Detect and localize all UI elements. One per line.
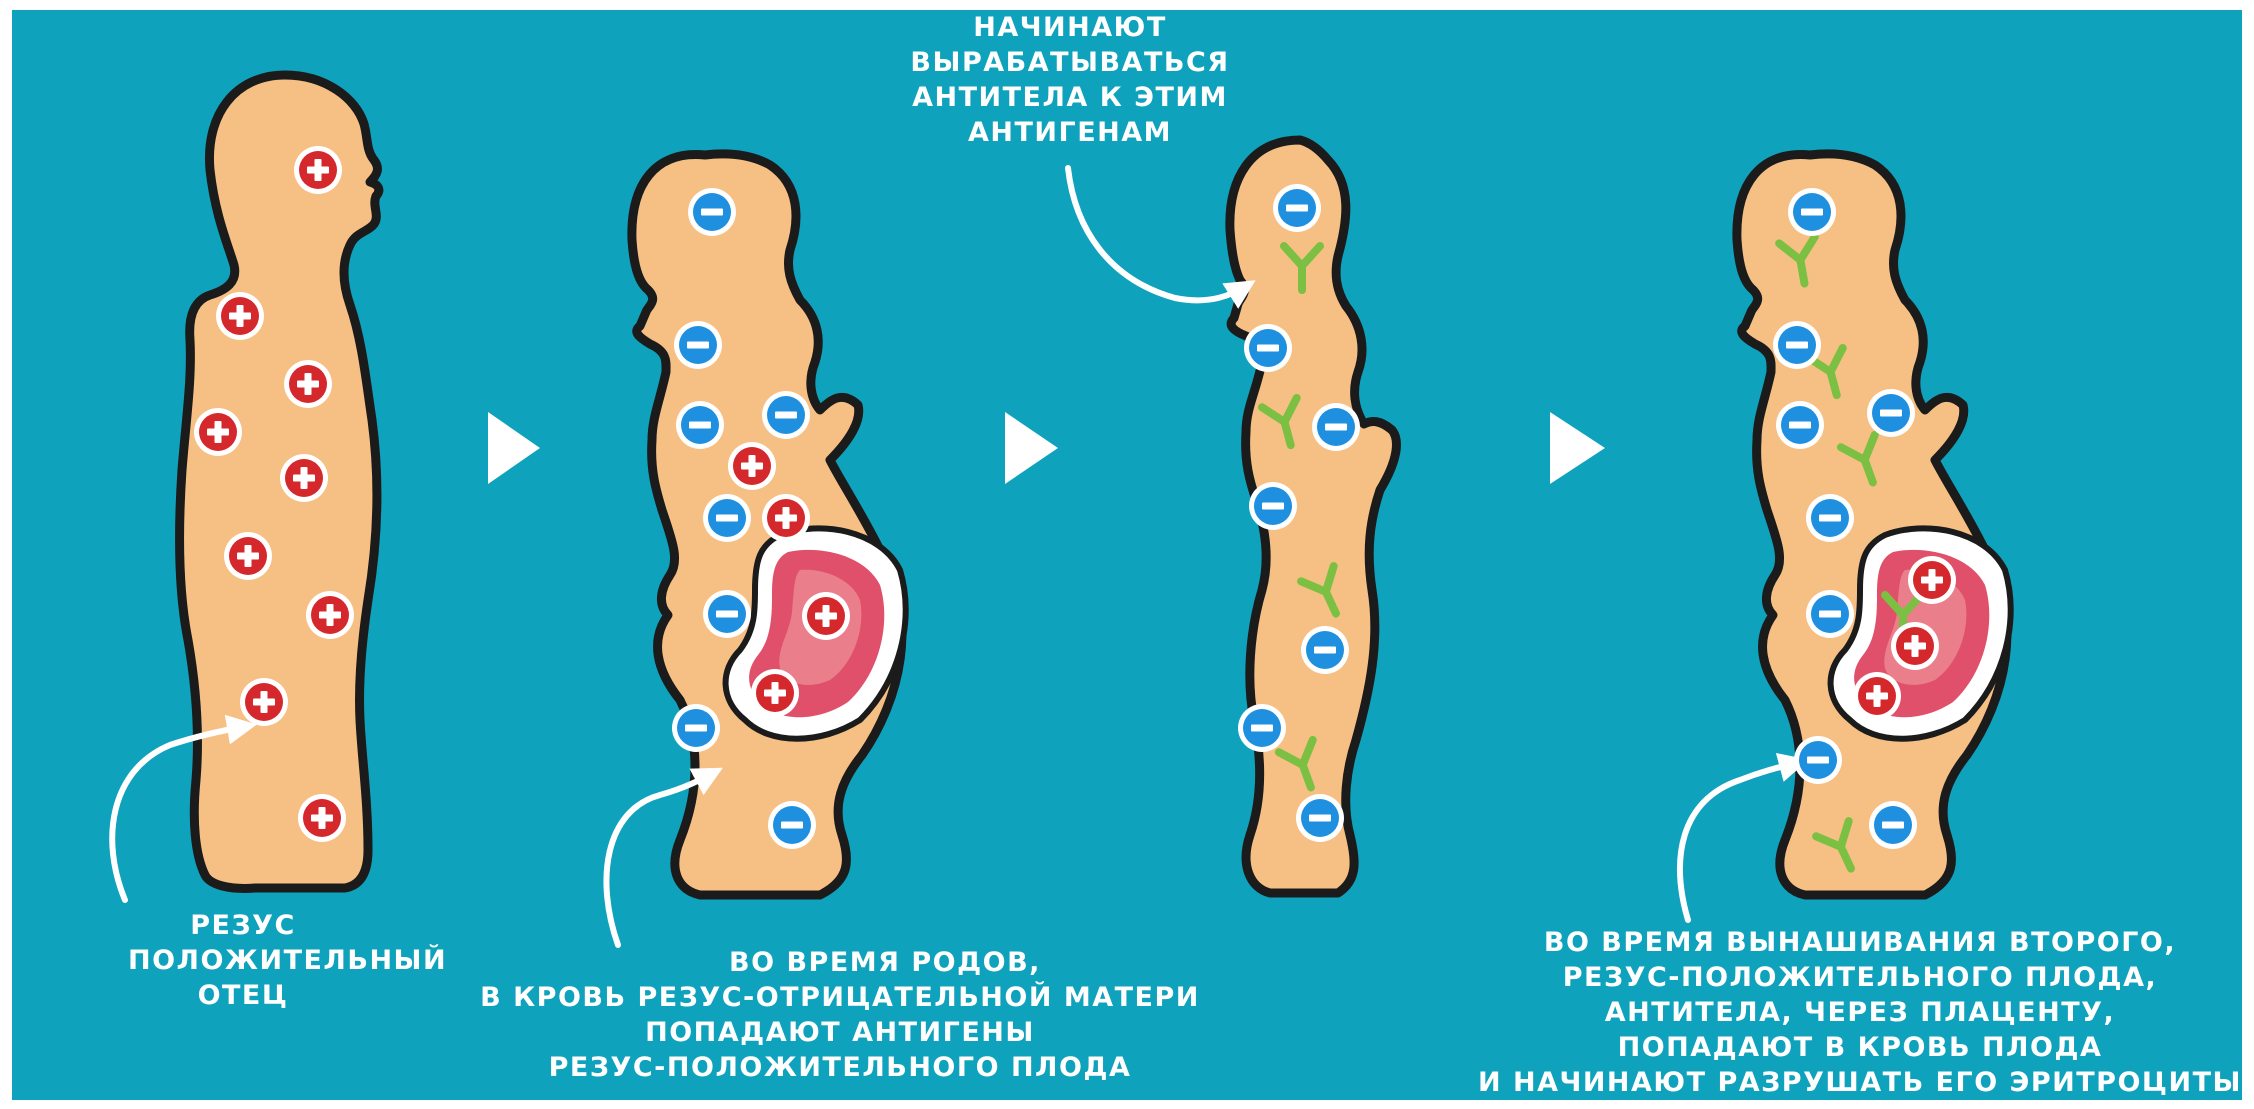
caption-second-pregnancy: ВО ВРЕМЯ ВЫНАШИВАНИЯ ВТОРОГО, РЕЗУС-ПОЛО…: [1470, 925, 2250, 1100]
step-arrow-3-play-triangle-icon: [1550, 412, 1605, 484]
plus-sign-icon: [194, 408, 242, 456]
minus-sign-icon: [1273, 184, 1321, 232]
minus-sign-icon: [1312, 403, 1360, 451]
pointer-arrow-antibodies: [1068, 168, 1248, 300]
minus-sign-icon: [1788, 188, 1836, 236]
caption-antibodies-line: АНТИТЕЛА К ЭТИМ: [870, 80, 1270, 115]
caption-first-pregnancy-line: РЕЗУС-ПОЛОЖИТЕЛЬНОГО ПЛОДА: [430, 1050, 1250, 1085]
plus-sign-icon: [751, 669, 799, 717]
caption-father: РЕЗУС ПОЛОЖИТЕЛЬНЫЙ ОТЕЦ: [128, 908, 358, 1013]
caption-first-pregnancy-line: ПОПАДАЮТ АНТИГЕНЫ: [430, 1015, 1250, 1050]
minus-sign-icon: [1869, 801, 1917, 849]
plus-sign-icon: [294, 146, 342, 194]
minus-sign-icon: [768, 801, 816, 849]
plus-sign-icon: [216, 292, 264, 340]
father-silhouette: [180, 75, 379, 888]
minus-sign-icon: [1301, 626, 1349, 674]
caption-first-pregnancy-line: ВО ВРЕМЯ РОДОВ,: [430, 945, 1250, 980]
caption-second-pregnancy-line: ВО ВРЕМЯ ВЫНАШИВАНИЯ ВТОРОГО,: [1470, 925, 2250, 960]
step-arrow-2-play-triangle-icon: [1005, 412, 1058, 484]
plus-sign-icon: [306, 591, 354, 639]
minus-sign-icon: [762, 391, 810, 439]
caption-father-line: ПОЛОЖИТЕЛЬНЫЙ: [128, 943, 358, 978]
caption-antibodies-line: ВЫРАБАТЫВАТЬСЯ: [870, 45, 1270, 80]
minus-sign-icon: [1806, 494, 1854, 542]
plus-sign-icon: [240, 678, 288, 726]
caption-first-pregnancy-line: В КРОВЬ РЕЗУС-ОТРИЦАТЕЛЬНОЙ МАТЕРИ: [430, 980, 1250, 1015]
minus-sign-icon: [703, 494, 751, 542]
minus-sign-icon: [1776, 401, 1824, 449]
minus-sign-icon: [1238, 704, 1286, 752]
plus-sign-icon: [1908, 556, 1956, 604]
minus-sign-icon: [688, 188, 736, 236]
mother-second-pregnancy-silhouette: [1737, 154, 2007, 895]
caption-antibodies: НАЧИНАЮТ ВЫРАБАТЫВАТЬСЯ АНТИТЕЛА К ЭТИМ …: [870, 10, 1270, 150]
step-arrow-1-play-triangle-icon: [488, 412, 540, 484]
minus-sign-icon: [676, 401, 724, 449]
minus-sign-icon: [1806, 590, 1854, 638]
caption-first-pregnancy: ВО ВРЕМЯ РОДОВ, В КРОВЬ РЕЗУС-ОТРИЦАТЕЛЬ…: [430, 945, 1250, 1085]
caption-antibodies-line: АНТИГЕНАМ: [870, 115, 1270, 150]
caption-father-line: РЕЗУС: [128, 908, 358, 943]
plus-sign-icon: [728, 442, 776, 490]
caption-antibodies-line: НАЧИНАЮТ: [870, 10, 1270, 45]
minus-sign-icon: [1773, 321, 1821, 369]
plus-sign-icon: [298, 794, 346, 842]
plus-sign-icon: [762, 494, 810, 542]
minus-sign-icon: [674, 321, 722, 369]
caption-father-line: ОТЕЦ: [128, 978, 358, 1013]
plus-sign-icon: [280, 454, 328, 502]
minus-sign-icon: [1296, 794, 1344, 842]
plus-sign-icon: [284, 360, 332, 408]
plus-sign-icon: [224, 532, 272, 580]
minus-sign-icon: [672, 704, 720, 752]
caption-second-pregnancy-line: И НАЧИНАЮТ РАЗРУШАТЬ ЕГО ЭРИТРОЦИТЫ: [1470, 1065, 2250, 1100]
minus-sign-icon: [1244, 324, 1292, 372]
plus-sign-icon: [1891, 622, 1939, 670]
plus-sign-icon: [1853, 672, 1901, 720]
plus-sign-icon: [802, 592, 850, 640]
caption-second-pregnancy-line: РЕЗУС-ПОЛОЖИТЕЛЬНОГО ПЛОДА,: [1470, 960, 2250, 995]
caption-second-pregnancy-line: ПОПАДАЮТ В КРОВЬ ПЛОДА: [1470, 1030, 2250, 1065]
minus-sign-icon: [1249, 482, 1297, 530]
minus-sign-icon: [1794, 736, 1842, 784]
minus-sign-icon: [703, 590, 751, 638]
minus-sign-icon: [1867, 389, 1915, 437]
rh-positive-layer: [194, 146, 1956, 842]
caption-second-pregnancy-line: АНТИТЕЛА, ЧЕРЕЗ ПЛАЦЕНТУ,: [1470, 995, 2250, 1030]
